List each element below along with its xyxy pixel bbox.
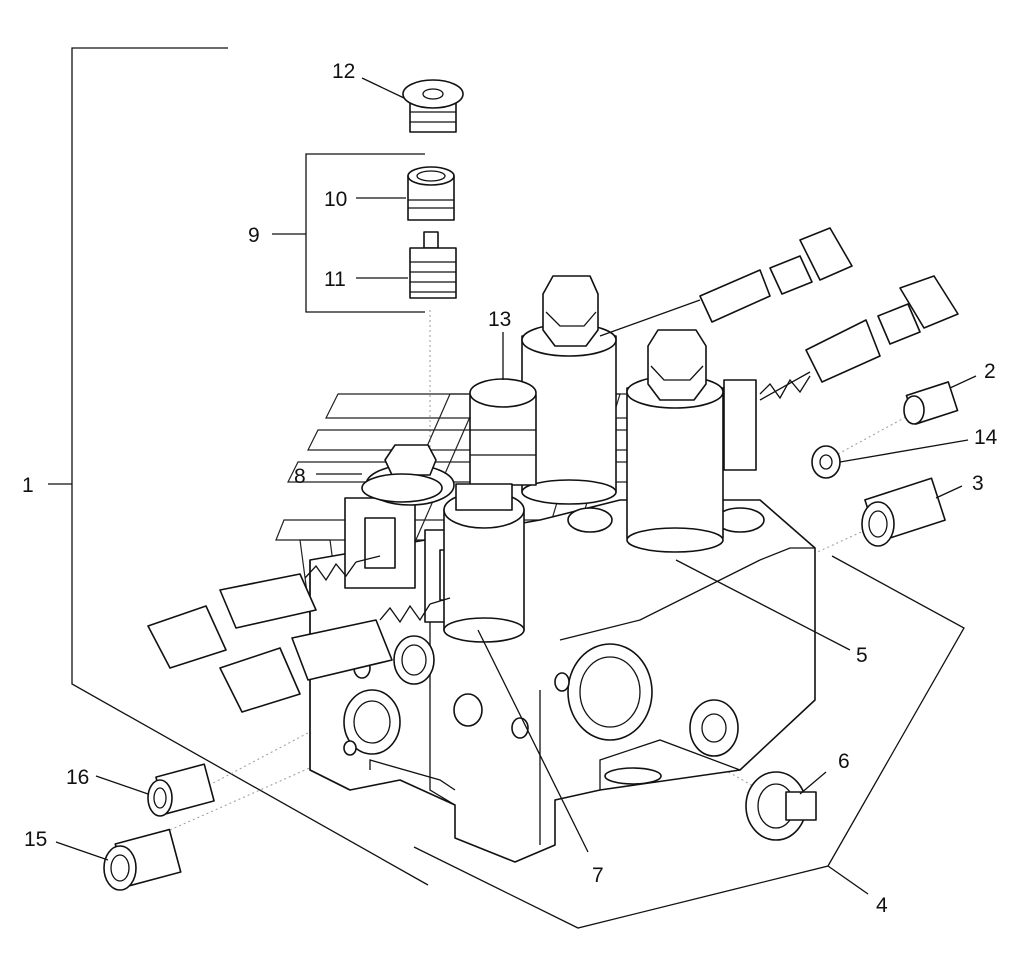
callout-9: 9 [248,224,260,247]
callout-6: 6 [838,750,850,773]
callout-3: 3 [972,472,984,495]
fitting-2 [903,381,959,425]
callout-1: 1 [22,474,34,497]
callout-14: 14 [974,426,998,449]
spool-11 [409,231,457,299]
callout-7: 7 [592,864,604,887]
callout-13: 13 [488,308,511,331]
callout-12: 12 [332,60,355,83]
callout-11: 11 [324,268,346,291]
callout-16: 16 [66,766,89,789]
washer-14 [811,445,841,479]
fitting-3 [861,477,946,547]
fitting-15 [103,828,182,891]
callout-10: 10 [324,188,347,211]
cap-8 [361,473,443,503]
callout-4: 4 [876,894,888,917]
callout-8: 8 [294,465,306,488]
assembly-bracket-4 [413,555,965,929]
solenoid-coil-right [626,329,757,553]
plug-12 [402,79,464,133]
cartridge-13 [469,378,537,486]
assembly-bracket-9 [272,153,425,313]
solenoid-coil-left [521,275,617,505]
leader-lines [55,77,977,861]
plug-6 [745,771,817,841]
cable-lower-left-2 [219,597,451,713]
assembly-bracket-1 [48,47,429,886]
coil-connector-right [424,483,525,643]
callout-15: 15 [24,828,47,851]
cable-lower-left-1 [147,555,381,669]
cable-upper-right-1 [599,227,853,337]
callout-2: 2 [984,360,996,383]
cable-upper-right-2 [759,275,959,401]
fitting-16 [147,763,215,817]
seal-10 [407,166,455,221]
callout-5: 5 [856,644,868,667]
